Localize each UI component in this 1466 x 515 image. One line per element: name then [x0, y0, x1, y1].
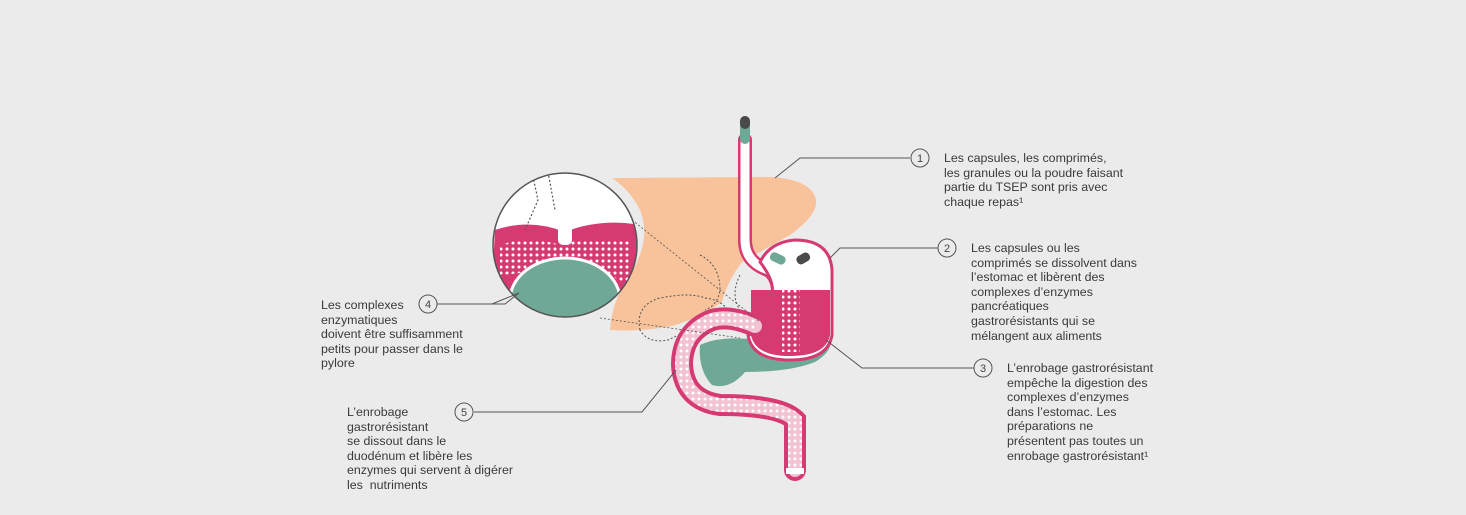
- svg-text:5: 5: [461, 407, 467, 419]
- capsule-cap: [740, 116, 750, 129]
- step-1-line: partie du TSEP sont pris avec: [944, 180, 1108, 195]
- step-1-description: Les capsules, les comprimés, les granule…: [944, 151, 1123, 209]
- step-1-line: chaque repas¹: [944, 194, 1024, 209]
- step-2-line: Les capsules ou les: [971, 241, 1080, 255]
- step-4-line: petits pour passer dans le: [321, 341, 463, 356]
- duodenum-dots: [674, 311, 802, 470]
- step-3-line: présentent pas toutes un: [1007, 433, 1144, 448]
- step-4-line: pylore: [321, 356, 355, 371]
- duct-outline: [699, 254, 741, 311]
- svg-text:1: 1: [917, 153, 923, 165]
- step-5-description: L’enrobage gastrorésistant se dissout da…: [347, 405, 513, 493]
- step-5-line: L’enrobage: [347, 405, 409, 419]
- step-4-line: Les complexes: [321, 298, 404, 312]
- step-5-line: gastrorésistant: [347, 419, 429, 434]
- step-2-line: pancréatiques: [971, 299, 1049, 314]
- leader-lines: [437, 157, 974, 413]
- step-4-line: enzymatiques: [321, 312, 398, 327]
- zoom-connector: [599, 219, 761, 339]
- step-3-line: complexes d’enzymes: [1007, 390, 1129, 405]
- step-marker-1: 1: [910, 148, 930, 168]
- step-marker-5: 5: [454, 402, 474, 422]
- duodenum-end: [786, 468, 804, 474]
- step-1-line: Les capsules, les comprimés,: [944, 151, 1107, 165]
- step-5-line: se dissout dans le: [347, 434, 447, 449]
- step-5-line: duodénum et libère les: [347, 448, 473, 463]
- zoom-circle-border: [492, 172, 638, 318]
- step-2-line: gastrorésistants qui se: [971, 313, 1095, 328]
- step-5-line: enzymes qui servent à digérer: [347, 463, 513, 478]
- svg-text:3: 3: [980, 363, 986, 375]
- step-2-line: l’estomac et libèrent des: [971, 270, 1105, 285]
- step-5-line: les nutriments: [347, 477, 428, 492]
- step-3-line: enrobage gastrorésistant¹: [1007, 448, 1149, 463]
- step-3-line: dans l’estomac. Les: [1007, 404, 1117, 419]
- step-4-line: doivent être suffisamment: [321, 327, 463, 342]
- enzyme-stream: [782, 272, 800, 352]
- step-4-description: Les complexes enzymatiques doivent être …: [321, 298, 463, 371]
- capsule-dissolving-green: [769, 252, 786, 265]
- step-2-line: complexes d’enzymes: [971, 284, 1093, 299]
- step-2-line: mélangent aux aliments: [971, 328, 1102, 343]
- liver: [610, 177, 817, 331]
- capsule-dissolving-dark: [796, 252, 811, 265]
- svg-text:4: 4: [425, 299, 431, 311]
- step-3-line: L’enrobage gastrorésistant: [1007, 361, 1154, 375]
- step-marker-3: 3: [973, 358, 993, 378]
- step-marker-2: 2: [937, 238, 957, 258]
- step-marker-4: 4: [418, 294, 438, 314]
- step-3-line: préparations ne: [1007, 419, 1094, 434]
- svg-text:2: 2: [944, 243, 950, 255]
- step-3-description: L’enrobage gastrorésistant empêche la di…: [1007, 361, 1153, 463]
- pylorus-zoom: [493, 173, 637, 317]
- step-1-line: les granules ou la poudre faisant: [944, 165, 1124, 180]
- step-3-line: empêche la digestion des: [1007, 375, 1148, 390]
- step-2-description: Les capsules ou les comprimés se dissolv…: [971, 241, 1137, 343]
- step-2-line: comprimés se dissolvent dans: [971, 255, 1137, 270]
